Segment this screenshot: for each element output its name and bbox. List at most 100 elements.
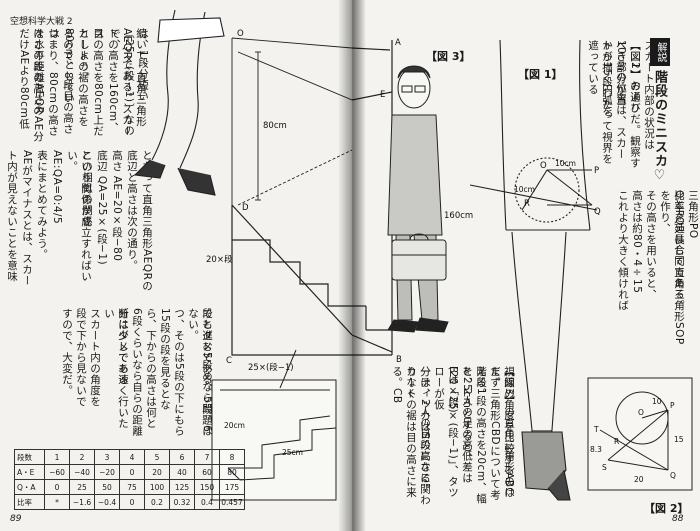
- table-cell: 100: [144, 479, 170, 495]
- text-column: 底辺と高さは次の通り。: [126, 150, 138, 271]
- text-column: という関係が成立すればいい。: [66, 150, 92, 282]
- table-row-label: Q・A: [14, 479, 45, 495]
- label-step-height: 20×段: [206, 254, 233, 265]
- table-cell: 150: [194, 479, 220, 495]
- figure-1-drawing: [469, 39, 598, 501]
- label-step-run: 25×(段−1): [248, 362, 294, 373]
- table-cell: −20: [94, 464, 120, 480]
- table-header-cell: 1: [44, 449, 70, 465]
- table-row-label: 比率: [14, 494, 45, 510]
- text-column: 底辺 QA=25×(段−1): [96, 150, 108, 266]
- fig1-label-ten-cm-b: 10cm: [514, 185, 535, 194]
- label-80cm: 80cm: [263, 121, 287, 131]
- table-cell: 60: [194, 464, 220, 480]
- staircase: [231, 204, 352, 356]
- table-row: A・E −60 −40 −20 0 20 40 60 80: [14, 464, 245, 480]
- label-C: C: [226, 356, 232, 366]
- text-column: この相似の関係: [81, 150, 93, 227]
- table-cell: 20: [144, 464, 170, 480]
- fig1-label-O: O: [540, 161, 547, 171]
- label-D: D: [242, 203, 249, 213]
- book-gutter-shadow: [338, 0, 366, 531]
- text-column: Bは「25×(段−1)」、タツローが仮: [433, 366, 459, 498]
- figure-3-caption: 【図 3】: [426, 50, 471, 63]
- table-row: Q・A 0 25 50 75 100 125 150 175: [14, 479, 245, 495]
- fig2-label-twenty: 20: [634, 475, 644, 484]
- fig2-label-S: S: [602, 463, 607, 472]
- figure-1-caption: 【図 1】: [518, 68, 563, 81]
- running-head: 空想科学大戦 2: [10, 17, 73, 27]
- label-O: O: [237, 29, 244, 39]
- fig2-label-Q: Q: [670, 471, 676, 480]
- businessman-illustration: [387, 65, 449, 333]
- text-column: 15段の段を見るとな: [159, 308, 171, 411]
- text-column: カートの裾は目の高さに来る。CB: [391, 366, 417, 498]
- table-header-cell: 3: [94, 449, 120, 465]
- text-column: と、2人の足の高低差は(20×段): [447, 366, 473, 484]
- table-header-cell: 7: [194, 449, 220, 465]
- table-cell: 0: [44, 479, 70, 495]
- left-page: 空想科学大戦 2 は、1段分短い〔25×(段−1)〕なので、 続いて、直角三角形…: [0, 0, 352, 531]
- page-number-right: 88: [672, 514, 684, 524]
- fig1-label-R: R: [524, 199, 530, 209]
- text-column: 比率を延長して直角三角形SOPを作り、: [659, 190, 685, 345]
- text-column: 高さ AE=20×段−80: [111, 150, 123, 262]
- table-header-cell: 4: [119, 449, 145, 465]
- table-cell: 80: [219, 464, 245, 480]
- figure-2-drawing: [587, 377, 693, 491]
- fig2-label-R: R: [614, 437, 619, 446]
- fig2-label-fifteen: 15: [674, 435, 684, 444]
- label-inset-rise: 20cm: [224, 421, 245, 430]
- ratio-table: 段数 1 2 3 4 5 6 7 8 A・E −60 −40 −20 0 20 …: [14, 449, 245, 510]
- label-E: E: [380, 90, 385, 100]
- text-column: 階段1段の高さを20cm、幅を25cmとすると、: [461, 366, 487, 504]
- text-column: 分は、2人の目の高さに関わりなく: [405, 366, 431, 506]
- fig1-label-P: P: [594, 166, 599, 176]
- text-column: 段と進む5段めなら問題はない。: [187, 308, 213, 437]
- figure-2-caption: 【図 2】: [644, 502, 689, 515]
- text-column: 視線の角度を比較するのは: [503, 366, 515, 498]
- table-cell: 0.457: [219, 494, 245, 510]
- text-column: すので、大変だ。: [61, 308, 73, 396]
- text-column: これより大きく傾ければ: [617, 190, 629, 311]
- fig2-label-O: O: [638, 408, 644, 417]
- table-cell: 75: [119, 479, 145, 495]
- text-column: つまり、80cmの高さを水平距離AEQR: [33, 28, 59, 137]
- text-column: 続いて、直角三角形AEQRである。スカートの高さを160cm、ス: [93, 28, 147, 137]
- table-cell: 0.32: [169, 494, 195, 510]
- table-cell: 0: [119, 464, 145, 480]
- table-cell: −0.4: [94, 494, 120, 510]
- table-cell: 125: [169, 479, 195, 495]
- text-column: は、1段分短い〔25×(段−1)〕なので、: [109, 28, 149, 136]
- right-page: A E B 160cm 10cm 10cm: [352, 0, 700, 531]
- text-column: でもダメである。5段、6: [201, 308, 213, 433]
- table-header-cell: 6: [169, 449, 195, 465]
- table-header-row: 段数 1 2 3 4 5 6 7 8: [14, 449, 245, 465]
- text-column: カートの裾の高さを80cmとしてい: [63, 28, 89, 127]
- table-cell: −40: [69, 464, 95, 480]
- label-A: A: [395, 38, 401, 48]
- text-column: ト内が見えないことを意味: [6, 150, 18, 282]
- text-column: 10cmの位置は、スカートが描く円弧を: [601, 40, 627, 160]
- table-header-cell: 5: [144, 449, 170, 465]
- fig1-label-Q: Q: [594, 207, 601, 217]
- table-row-label: A・E: [14, 464, 45, 480]
- text-column: その高さを用いると、: [645, 190, 657, 300]
- commentary-badge: 解説: [650, 38, 670, 66]
- text-column: 6段くらいなら自らの距離: [131, 308, 143, 437]
- legs-illustration: [133, 9, 225, 196]
- table-cell: 25: [69, 479, 95, 495]
- fig2-label-P: P: [670, 401, 675, 410]
- text-column: 目の高さを80cm上だとしよう。: [78, 28, 104, 137]
- table-cell: 0: [119, 494, 145, 510]
- text-column: AEがマイナスとは、スカー: [21, 150, 33, 286]
- table-cell: −60: [44, 464, 70, 480]
- table-header-cell: 8: [219, 449, 245, 465]
- label-160cm: 160cm: [444, 211, 473, 221]
- text-column: QとPQRは合同である。: [673, 190, 685, 311]
- table-cell: 50: [94, 479, 120, 495]
- table-header-cell: 段数: [14, 449, 45, 465]
- text-column: となって直角三角形AEQRの: [141, 150, 153, 292]
- text-column: るので、8段目の高さは: [48, 28, 74, 135]
- text-column: 【図2】の通りだ。観察すべき部分が当: [615, 40, 641, 169]
